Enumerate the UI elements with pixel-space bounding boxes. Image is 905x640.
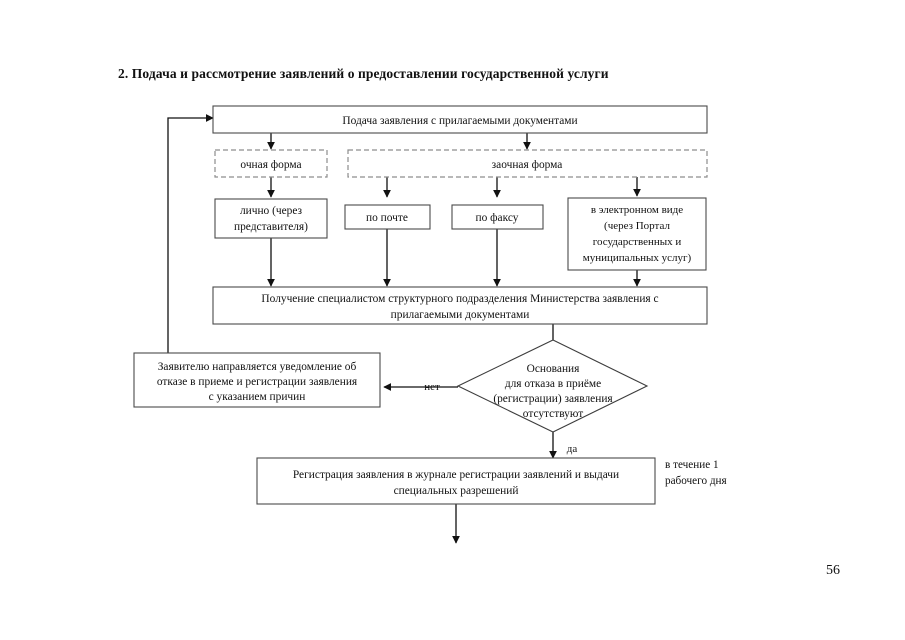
node-decision-line-1: для отказа в приёме: [505, 378, 601, 390]
page-title: 2. Подача и рассмотрение заявлений о пре…: [118, 66, 609, 81]
node-by-fax-line-0: по факсу: [476, 212, 519, 224]
node-decision[interactable]: Основания для отказа в приёме (регистрац…: [456, 339, 649, 433]
node-refusal-line-2: с указанием причин: [209, 391, 306, 403]
node-by-mail[interactable]: по почте: [344, 204, 431, 230]
node-decision-line-0: Основания: [527, 363, 581, 375]
node-electronic-line-2: государственных и: [593, 236, 682, 248]
node-remote-form-line-0: заочная форма: [492, 159, 563, 171]
node-registration[interactable]: Регистрация заявления в журнале регистра…: [256, 457, 656, 505]
page-number: 56: [826, 563, 840, 578]
node-in-person-form-line-0: очная форма: [240, 159, 301, 171]
node-decision-line-3: отсутствуют: [523, 408, 583, 420]
node-received-line-0: Получение специалистом структурного подр…: [261, 293, 658, 305]
annotation-timing-line-1: рабочего дня: [665, 475, 727, 487]
edge-label-yes: да: [567, 443, 578, 455]
node-refusal-line-0: Заявителю направляется уведомление об: [158, 361, 357, 373]
node-decision-line-2: (регистрации) заявления: [493, 393, 613, 405]
node-electronic-line-0: в электронном виде: [591, 204, 683, 216]
edge-label-no: нет: [424, 381, 440, 393]
node-submit-line-0: Подача заявления с прилагаемыми документ…: [342, 115, 577, 127]
node-refusal-line-1: отказе в приеме и регистрации заявления: [157, 376, 358, 388]
annotation-timing-note: в течение 1 рабочего дня: [665, 459, 727, 487]
node-by-fax[interactable]: по факсу: [451, 204, 544, 230]
node-received[interactable]: Получение специалистом структурного подр…: [212, 286, 708, 325]
node-refusal[interactable]: Заявителю направляется уведомление об от…: [133, 352, 381, 408]
node-submit[interactable]: Подача заявления с прилагаемыми документ…: [212, 105, 708, 134]
node-received-line-1: прилагаемыми документами: [391, 309, 530, 321]
node-remote-form[interactable]: заочная форма: [347, 149, 708, 178]
node-personally-line-1: представителя): [234, 221, 308, 233]
node-by-mail-line-0: по почте: [366, 212, 408, 224]
node-personally-line-0: лично (через: [240, 205, 303, 217]
annotation-timing-line-0: в течение 1: [665, 459, 719, 471]
node-registration-line-0: Регистрация заявления в журнале регистра…: [293, 469, 619, 481]
node-registration-line-1: специальных разрешений: [394, 485, 519, 497]
node-electronic-line-1: (через Портал: [604, 220, 670, 232]
node-electronic[interactable]: в электронном виде (через Портал государ…: [567, 197, 707, 271]
node-personally[interactable]: лично (через представителя): [214, 198, 328, 239]
node-in-person-form[interactable]: очная форма: [214, 149, 328, 178]
edge-refusal-to-submit: [167, 114, 214, 353]
node-electronic-line-3: муниципальных услуг): [583, 252, 692, 264]
